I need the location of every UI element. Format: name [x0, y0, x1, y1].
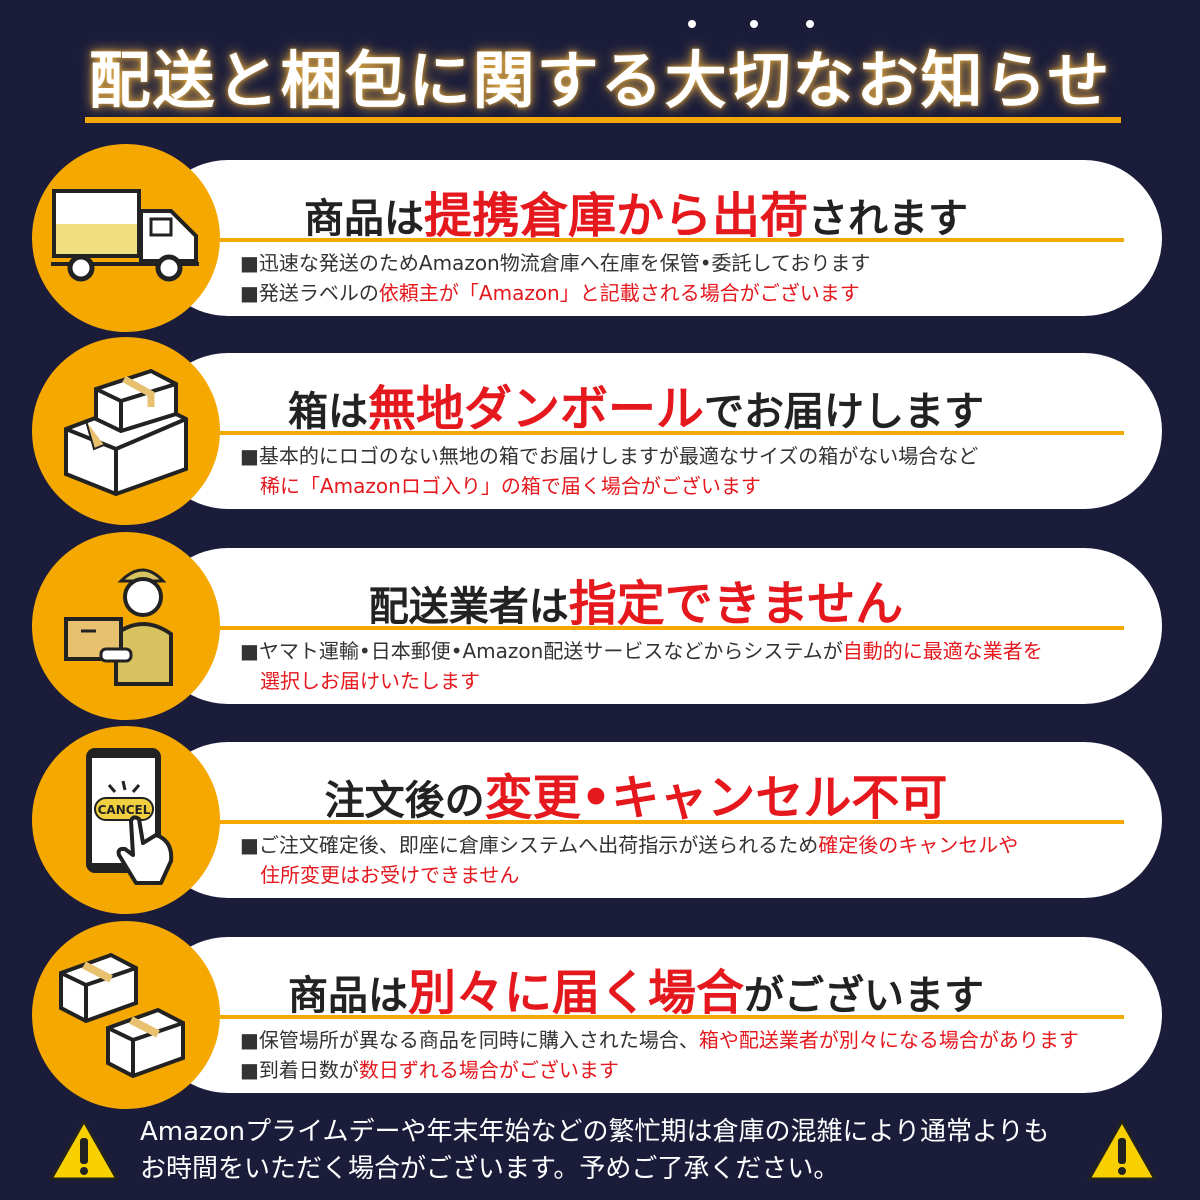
bullet-text: ■基本的にロゴのない無地の箱でお届けしますが最適なサイズの箱がない場合など [240, 444, 979, 468]
bullet-highlight: 選択しお届けいたします [260, 669, 480, 693]
notice-card: 配送業者は指定できません■ヤマト運輸•日本郵便•Amazon配送サービスなどから… [150, 548, 1162, 704]
heading-text: がございます [744, 973, 984, 1019]
bullet-highlight: 稀に「Amazonロゴ入り」の箱で届く場合がございます [260, 474, 761, 498]
bullet-line: ■保管場所が異なる商品を同時に購入された場合、箱や配送業者が別々になる場合があり… [240, 1025, 1079, 1055]
bullet-text [240, 474, 260, 498]
heading-underline [220, 1015, 1124, 1019]
heading-highlight: 指定できません [568, 576, 904, 632]
icon-circle: CANCEL [32, 726, 220, 914]
card-heading: 商品は別々に届く場合がございます [150, 953, 1122, 1023]
bullet-text: ■迅速な発送のためAmazon物流倉庫へ在庫を保管•委託しております [240, 251, 871, 275]
icon-circle [32, 337, 220, 525]
heading-text: でお届けします [704, 389, 984, 435]
bullet-line: 選択しお届けいたします [240, 666, 1043, 696]
bullet-text [240, 669, 260, 693]
card-bullets: ■基本的にロゴのない無地の箱でお届けしますが最適なサイズの箱がない場合など 稀に… [240, 441, 978, 501]
card-heading: 箱は無地ダンボールでお届けします [150, 369, 1122, 439]
separate-boxes-icon [56, 943, 196, 1087]
emphasis-dot [688, 20, 696, 28]
bullet-line: ■ヤマト運輸•日本郵便•Amazon配送サービスなどからシステムが自動的に最適な… [240, 636, 1043, 666]
heading-text: 配送業者は [368, 584, 569, 630]
bullet-text: ■ご注文確定後、即座に倉庫システムへ出荷指示が送られるため [240, 833, 819, 857]
bullet-highlight: 自動的に最適な業者を [842, 639, 1043, 663]
heading-text: 商品は [303, 196, 424, 242]
footer-notice: Amazonプライムデーや年末年始などの繁忙期は倉庫の混雑により通常よりも お時… [140, 1114, 1050, 1188]
notice-card: 商品は提携倉庫から出荷されます■迅速な発送のためAmazon物流倉庫へ在庫を保管… [150, 160, 1162, 316]
card-bullets: ■ご注文確定後、即座に倉庫システムへ出荷指示が送られるため確定後のキャンセルや … [240, 830, 1018, 890]
bullet-text: ■発送ラベルの [240, 281, 379, 305]
footer-line: Amazonプライムデーや年末年始などの繁忙期は倉庫の混雑により通常よりも [140, 1117, 1050, 1147]
bullet-line: ■発送ラベルの依頼主が「Amazon」と記載される場合がございます [240, 278, 870, 308]
delivery-person-icon [61, 559, 191, 693]
bullet-text: ■保管場所が異なる商品を同時に購入された場合、 [240, 1028, 699, 1052]
card-heading: 注文後の変更•キャンセル不可 [150, 758, 1122, 828]
warning-icon [1087, 1119, 1157, 1181]
heading-highlight: 提携倉庫から出荷 [423, 188, 808, 244]
heading-underline [220, 238, 1124, 242]
bullet-highlight: 住所変更はお受けできません [260, 863, 520, 887]
notice-card: 商品は別々に届く場合がございます■保管場所が異なる商品を同時に購入された場合、箱… [150, 937, 1162, 1093]
bullet-highlight: 確定後のキャンセルや [818, 833, 1019, 857]
title-underline [85, 117, 1121, 123]
bullet-line: ■到着日数が数日ずれる場合がございます [240, 1055, 1079, 1085]
card-bullets: ■ヤマト運輸•日本郵便•Amazon配送サービスなどからシステムが自動的に最適な… [240, 636, 1043, 696]
bullet-text: ■ヤマト運輸•日本郵便•Amazon配送サービスなどからシステムが [240, 639, 843, 663]
icon-circle [32, 144, 220, 332]
bullet-text [240, 863, 260, 887]
bullet-line: 稀に「Amazonロゴ入り」の箱で届く場合がございます [240, 471, 978, 501]
bullet-line: ■ご注文確定後、即座に倉庫システムへ出荷指示が送られるため確定後のキャンセルや [240, 830, 1018, 860]
heading-underline [220, 431, 1124, 435]
card-bullets: ■保管場所が異なる商品を同時に購入された場合、箱や配送業者が別々になる場合があり… [240, 1025, 1079, 1085]
card-heading: 配送業者は指定できません [150, 564, 1122, 634]
bullet-highlight: 依頼主が「Amazon」と記載される場合がございます [378, 281, 860, 305]
bullet-line: ■迅速な発送のためAmazon物流倉庫へ在庫を保管•委託しております [240, 248, 870, 278]
heading-text: 商品は [287, 973, 408, 1019]
footer-line: お時間をいただく場合がございます。予めご了承ください。 [140, 1154, 840, 1184]
heading-underline [220, 626, 1124, 630]
heading-text: されます [808, 196, 968, 242]
page-title: 配送と梱包に関する大切なお知らせ [88, 44, 1112, 117]
heading-text: 箱は [287, 389, 368, 435]
card-heading: 商品は提携倉庫から出荷されます [150, 176, 1122, 246]
card-bullets: ■迅速な発送のためAmazon物流倉庫へ在庫を保管•委託しております ■発送ラベル… [240, 248, 870, 308]
bullet-highlight: 箱や配送業者が別々になる場合があります [698, 1028, 1079, 1052]
notice-card: 箱は無地ダンボールでお届けします■基本的にロゴのない無地の箱でお届けしますが最適… [150, 353, 1162, 509]
notice-card: 注文後の変更•キャンセル不可■ご注文確定後、即座に倉庫システムへ出荷指示が送られ… [150, 742, 1162, 898]
bullet-text: ■到着日数が [240, 1058, 359, 1082]
icon-circle [32, 921, 220, 1109]
cancel-label: CANCEL [98, 803, 151, 817]
emphasis-dot [806, 20, 814, 28]
warning-icon [49, 1119, 119, 1181]
heading-text: 注文後の [324, 778, 485, 824]
heading-highlight: 変更•キャンセル不可 [484, 770, 948, 826]
icon-circle [32, 532, 220, 720]
heading-highlight: 別々に届く場合 [407, 965, 744, 1021]
heading-underline [220, 820, 1124, 824]
bullet-highlight: 数日ずれる場合がございます [358, 1058, 619, 1082]
emphasis-dot [750, 20, 758, 28]
truck-icon [51, 186, 201, 290]
cardboard-boxes-icon [56, 359, 196, 503]
smartphone-cancel-icon: CANCEL [61, 743, 191, 897]
bullet-line: ■基本的にロゴのない無地の箱でお届けしますが最適なサイズの箱がない場合など [240, 441, 978, 471]
bullet-line: 住所変更はお受けできません [240, 860, 1018, 890]
heading-highlight: 無地ダンボール [367, 381, 704, 437]
